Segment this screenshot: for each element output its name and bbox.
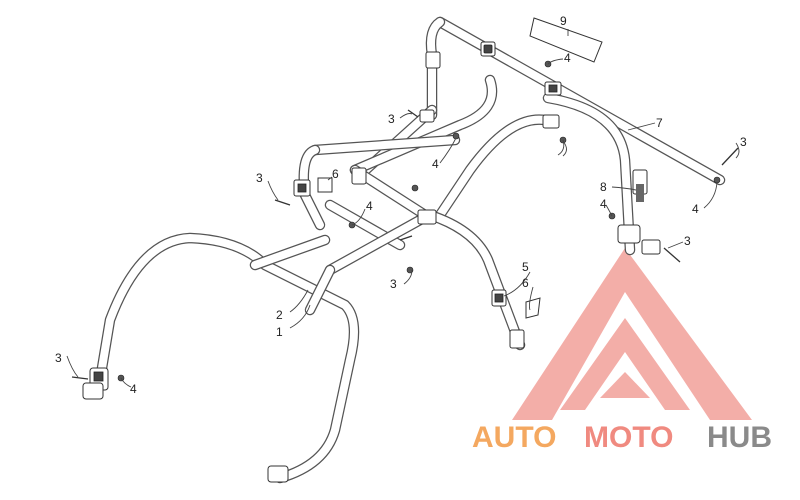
logo-auto: AUTO [472,421,556,454]
leader-lines [66,29,740,388]
callout-4a: 4 [564,51,571,65]
callout-5: 5 [522,260,529,274]
front-hoop-1-2 [94,232,360,484]
callout-7: 7 [656,116,663,130]
callout-3c: 3 [55,351,62,365]
watermark-logo-mark [512,248,752,420]
callout-3d: 3 [740,135,747,149]
center-cage-frame [298,74,551,351]
callout-4d: 4 [130,382,137,396]
callout-4b: 4 [432,157,439,171]
watermark-logo-text: AUTO MOTO HUB [472,421,772,454]
callout-6a: 6 [332,167,339,181]
logo-moto: MOTO [584,421,673,454]
callout-4c: 4 [366,199,373,213]
clamps [82,41,661,483]
callout-labels: 1 2 3 3 3 3 3 3 4 4 4 4 4 4 5 6 6 7 8 9 [55,14,747,396]
callout-8: 8 [600,180,607,194]
callout-1: 1 [276,325,283,339]
callout-3g [562,140,567,157]
callout-3b: 3 [256,171,263,185]
callout-3a: 3 [388,112,395,126]
callout-2: 2 [276,308,283,322]
callout-3f: 3 [390,277,397,291]
logo-hub: HUB [707,421,772,454]
callout-3e: 3 [684,234,691,248]
callout-9: 9 [560,14,567,28]
callout-4f: 4 [600,197,607,211]
rear-crossbar-7 [425,16,726,256]
callout-4e: 4 [692,202,699,216]
callout-6b: 6 [522,276,529,290]
